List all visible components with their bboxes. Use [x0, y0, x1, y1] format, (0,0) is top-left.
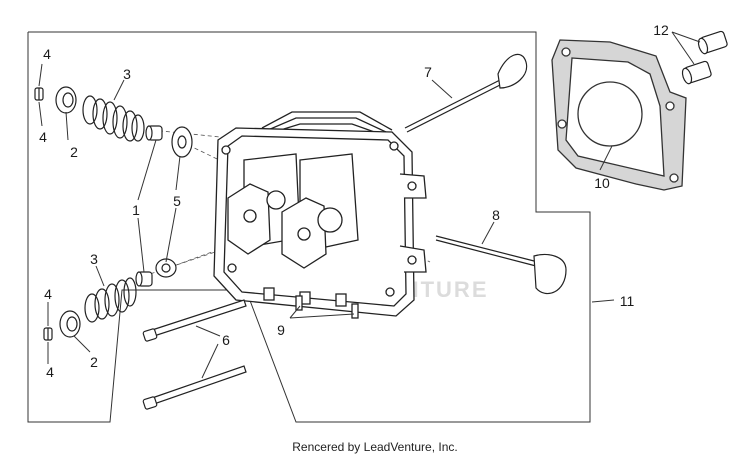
callout-2-lower: 2: [90, 354, 98, 370]
intake-valve: [404, 53, 528, 133]
callout-2-upper: 2: [70, 144, 78, 160]
exhaust-valve: [435, 235, 567, 294]
render-credit: Rencered by LeadVenture, Inc.: [292, 440, 458, 454]
callout-5: 5: [173, 193, 181, 209]
cylinder-head: [213, 111, 427, 319]
dowel-pins: [681, 30, 728, 85]
callout-4-upper-bottom: 4: [39, 129, 47, 145]
callout-11: 11: [620, 293, 635, 309]
upper-valve-spring-stack: [34, 86, 193, 158]
callout-4-lower-top: 4: [44, 286, 52, 302]
lower-valve-spring-stack: [43, 258, 177, 341]
head-bolts: [142, 299, 247, 410]
callout-9: 9: [277, 322, 285, 338]
callout-7: 7: [424, 64, 432, 80]
callout-1: 1: [132, 202, 140, 218]
callout-12: 12: [653, 22, 669, 38]
callout-4-lower-bottom: 4: [46, 364, 54, 380]
head-gasket: [551, 39, 687, 191]
leader-lines: [38, 31, 701, 379]
assembly-frame: [27, 31, 591, 423]
callout-8: 8: [492, 207, 500, 223]
callout-6: 6: [222, 332, 230, 348]
callout-3-lower: 3: [90, 251, 98, 267]
callout-4-upper-top: 4: [43, 46, 51, 62]
callout-3-upper: 3: [123, 66, 131, 82]
callout-10: 10: [594, 175, 610, 191]
